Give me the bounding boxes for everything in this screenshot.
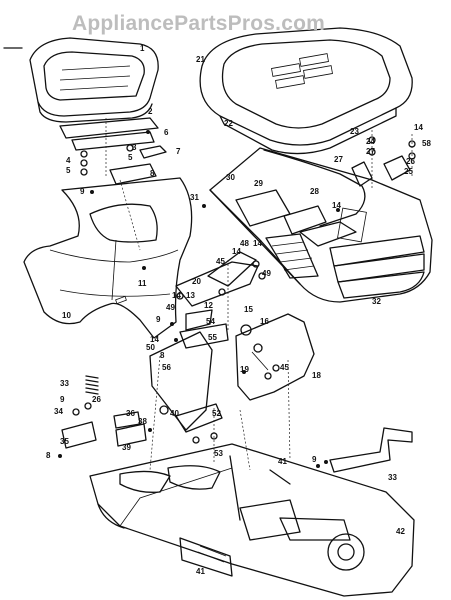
hood-drawing [199,27,413,155]
callout-5b: 5 [128,153,133,162]
callout-48b: 45 [280,363,289,372]
callout-10: 10 [62,311,71,320]
callout-33: 32 [372,297,381,306]
callout-38: 36 [126,409,135,418]
callout-14f: 14 [332,201,341,210]
callout-28a: 27 [366,147,375,156]
callout-23: 23 [350,127,359,136]
callout-12: 12 [204,301,213,310]
callout-40: 39 [122,443,131,452]
callout-14c: 14 [253,239,262,248]
callout-2: 2 [148,107,153,116]
callout-50a: 49 [262,269,271,278]
callout-15: 15 [244,305,253,314]
callout-19: 19 [240,365,249,374]
callout-48a: 45 [216,257,225,266]
callout-34a: 33 [60,379,69,388]
callout-8b: 8 [46,451,51,460]
callout-32: 31 [190,193,199,202]
callout-18: 18 [312,371,321,380]
callout-4: 4 [66,156,71,165]
seat-bracket-drawing [59,117,167,194]
callout-53: 52 [212,409,221,418]
callout-49: 48 [240,239,249,248]
callout-45: 42 [396,527,405,536]
callout-13: 13 [186,291,195,300]
callout-55: 54 [206,317,215,326]
callout-54: 53 [214,449,223,458]
callout-60: 58 [422,139,431,148]
fender-drawing [23,177,193,339]
callout-14e: 14 [414,123,423,132]
callout-42a: 41 [278,457,287,466]
callout-35: 34 [54,407,63,416]
callout-34b: 33 [388,473,397,482]
callout-7: 7 [176,147,181,156]
callout-50b: 49 [166,303,175,312]
callout-31: 30 [226,173,235,182]
spring-drawing [58,375,152,458]
frame-drawing [89,443,415,597]
callout-9: 9 [80,187,85,196]
callout-3: 3 [132,143,137,152]
callout-9d: 9 [312,455,317,464]
callout-42b: 41 [196,567,205,576]
callout-27: 26 [92,395,101,404]
callout-14b: 14 [232,247,241,256]
dash-panel-drawing [202,147,433,303]
center-bracket-drawing [149,331,223,462]
callout-14a: 14 [172,291,181,300]
callout-9b: 9 [156,315,161,324]
lever-plate-drawing [235,313,315,401]
callout-8c: 8 [160,351,165,360]
side-bar-drawing [324,427,413,473]
callout-52: 50 [146,343,155,352]
callout-11: 11 [138,279,147,288]
callout-5: 5 [66,166,71,175]
callout-58: 56 [162,363,171,372]
callout-8: 8 [150,169,155,178]
callout-25: 25 [404,167,413,176]
callout-24: 24 [366,137,375,146]
callout-29: 28 [310,187,319,196]
callout-20: 20 [192,277,201,286]
callout-30: 29 [254,179,263,188]
callout-16: 16 [260,317,269,326]
callout-9c: 9 [60,395,65,404]
callout-41: 40 [170,409,179,418]
control-bracket-drawing [170,251,266,349]
callout-28b: 27 [334,155,343,164]
callout-56: 55 [208,333,217,342]
callout-26: 26 [406,157,415,166]
callout-21: 21 [196,55,205,64]
watermark: AppliancePartsPros.com [72,12,325,35]
seat-drawing [29,37,159,123]
leader-lines [119,179,291,471]
callout-14d: 14 [150,335,159,344]
callout-36: 35 [60,437,69,446]
callout-39: 38 [138,417,147,426]
callout-22: 22 [224,119,233,128]
callout-6: 6 [164,128,169,137]
callout-1: 1 [140,44,145,53]
